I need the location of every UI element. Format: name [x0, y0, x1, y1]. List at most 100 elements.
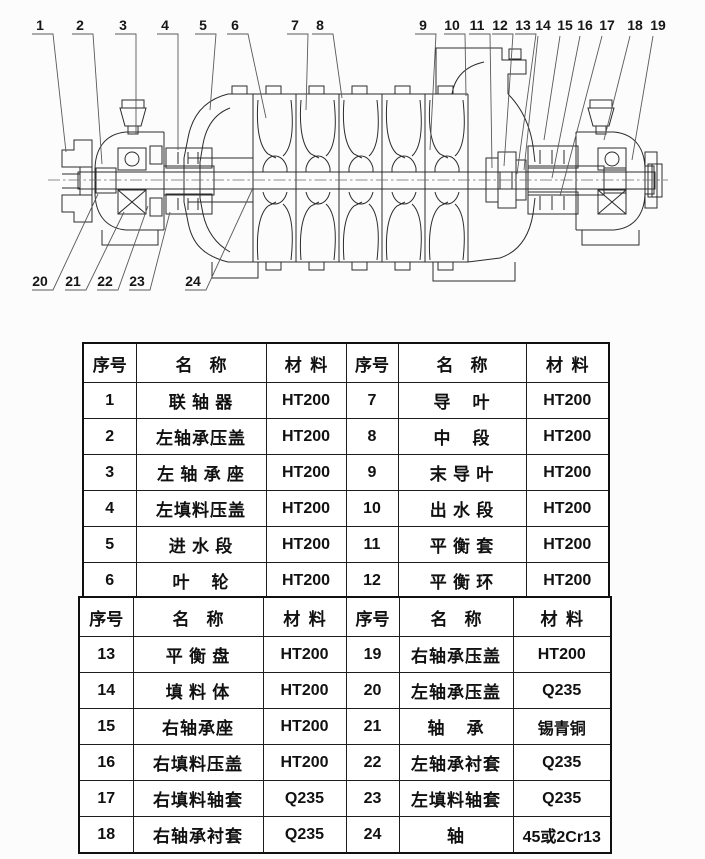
callout-number: 1 — [36, 17, 44, 33]
index-cell: 14 — [78, 672, 134, 709]
material-cell: Q235 — [262, 780, 347, 817]
material-cell: Q235 — [512, 744, 612, 781]
callout-number: 12 — [492, 17, 508, 33]
column-header-name: 名 称 — [397, 342, 527, 383]
leader-line — [195, 33, 217, 111]
column-header-material: 材 料 — [512, 596, 612, 637]
column-header-material: 材 料 — [262, 596, 347, 637]
name-cell: 轴 — [398, 816, 514, 854]
column-header-name: 名 称 — [398, 596, 514, 637]
callout-number: 11 — [470, 17, 485, 33]
callout-number: 10 — [444, 17, 460, 33]
suction-section — [183, 85, 259, 279]
callout-number: 20 — [32, 273, 48, 289]
header-row: 序号 名 称 材 料 序号 名 称 材 料 — [82, 342, 610, 383]
callout-number: 7 — [291, 17, 299, 33]
column-header-name: 名 称 — [135, 342, 267, 383]
leader-line — [312, 33, 343, 99]
column-header-material: 材 料 — [265, 342, 347, 383]
index-cell: 20 — [345, 672, 400, 709]
leader-line — [65, 211, 125, 291]
leader-line — [97, 205, 149, 291]
column-header-index: 序号 — [345, 596, 400, 637]
callout-number: 19 — [650, 17, 666, 33]
callout-number: 2 — [76, 17, 84, 33]
name-cell: 导 叶 — [397, 382, 527, 419]
material-cell: HT200 — [525, 418, 610, 455]
leader-line — [444, 33, 467, 97]
callout-number: 14 — [535, 17, 551, 33]
material-cell: HT200 — [525, 490, 610, 527]
index-cell: 16 — [78, 744, 134, 781]
index-cell: 1 — [82, 382, 137, 419]
name-cell: 联 轴 器 — [135, 382, 267, 419]
name-cell: 左轴承衬套 — [398, 744, 514, 781]
name-cell: 右轴承衬套 — [132, 816, 264, 854]
name-cell: 填 料 体 — [132, 672, 264, 709]
index-cell: 17 — [78, 780, 134, 817]
discharge-section — [432, 47, 536, 282]
index-cell: 12 — [345, 562, 399, 600]
index-cell: 24 — [345, 816, 400, 854]
name-cell: 右填料轴套 — [132, 780, 264, 817]
header-row: 序号 名 称 材 料 序号 名 称 材 料 — [78, 596, 612, 637]
name-cell: 叶 轮 — [135, 562, 267, 600]
index-cell: 8 — [345, 418, 399, 455]
leader-line — [185, 189, 253, 291]
leader-line — [287, 33, 309, 111]
index-cell: 3 — [82, 454, 137, 491]
stage-sections — [252, 85, 469, 271]
callout-number: 9 — [419, 17, 427, 33]
index-cell: 22 — [345, 744, 400, 781]
material-cell: HT200 — [265, 382, 347, 419]
name-cell: 右填料压盖 — [132, 744, 264, 781]
material-cell: HT200 — [265, 454, 347, 491]
column-header-index: 序号 — [78, 596, 134, 637]
callout-number: 13 — [515, 17, 531, 33]
index-cell: 10 — [345, 490, 399, 527]
index-cell: 7 — [345, 382, 399, 419]
material-cell: 45或2Cr13 — [512, 816, 612, 854]
leader-line — [523, 35, 539, 171]
leader-line — [492, 33, 514, 167]
callout-number: 4 — [161, 17, 169, 33]
material-cell: HT200 — [262, 672, 347, 709]
leader-line — [631, 35, 654, 161]
shaft — [48, 163, 668, 198]
name-cell: 左填料轴套 — [398, 780, 514, 817]
index-cell: 5 — [82, 526, 137, 563]
callout-number: 16 — [577, 17, 593, 33]
name-cell: 平 衡 套 — [397, 526, 527, 563]
callout-number: 21 — [65, 273, 81, 289]
leader-line — [32, 33, 67, 153]
material-cell: HT200 — [512, 636, 612, 673]
material-cell: HT200 — [525, 382, 610, 419]
name-cell: 左轴承压盖 — [398, 672, 514, 709]
material-cell: HT200 — [525, 562, 610, 600]
name-cell: 右轴承座 — [132, 708, 264, 745]
name-cell: 左 轴 承 座 — [135, 454, 267, 491]
column-header-material: 材 料 — [525, 342, 610, 383]
column-header-index: 序号 — [82, 342, 137, 383]
callout-number: 22 — [97, 273, 113, 289]
leader-line — [543, 35, 561, 141]
left-coupling — [61, 139, 93, 223]
index-cell: 15 — [78, 708, 134, 745]
name-cell: 中 段 — [397, 418, 527, 455]
index-cell: 4 — [82, 490, 137, 527]
index-cell: 19 — [345, 636, 400, 673]
index-cell: 18 — [78, 816, 134, 854]
callout-number: 24 — [185, 273, 201, 289]
